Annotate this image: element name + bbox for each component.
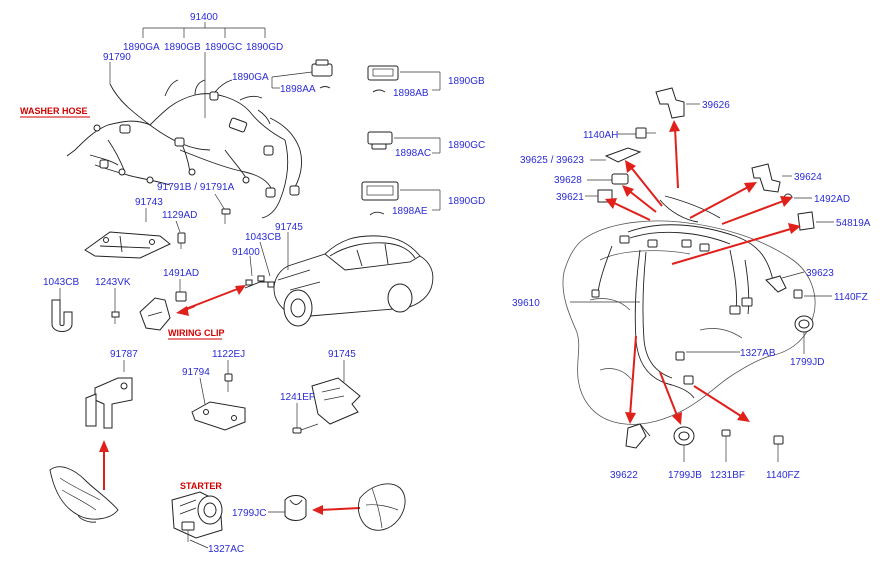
bracket-91787-group: 91787 [49,349,138,523]
label-39626: 39626 [702,100,730,111]
label-91794: 91794 [182,367,210,378]
connector-1890gc-group: 1890GC 1898AC [367,131,485,159]
clamp-1799jd-group: 1799JD [790,315,824,368]
label-c1898aa: 1898AA [280,84,316,95]
label-39624: 39624 [794,172,822,183]
label-39610: 39610 [512,298,540,309]
label-1799jb: 1799JB [668,470,702,481]
connector-1890gb-group: 1890GB 1898AB [367,65,485,99]
label-c1898ac: 1898AC [395,148,431,159]
clip-1491ad-group: 1491AD WIRING CLIP [139,268,246,340]
label-91787: 91787 [110,349,138,360]
part-39626-group: 39626 [655,87,730,119]
car-illustration: 91745 1043CB 91400 [232,222,434,327]
bolt-1327ab-group: 1327AB [686,348,776,359]
label-54819a: 54819A [836,218,871,229]
label-91400: 91400 [190,12,218,23]
label-c1898ae: 1898AE [392,206,428,217]
bolt-1140fz-bottom-group: 1140FZ [766,435,800,481]
label-39623: 39623 [806,268,834,279]
part-54819a-group: 54819A [797,211,871,231]
label-1140fz-right: 1140FZ [834,292,868,303]
clip-1043cb-group: 1043CB [43,277,79,332]
wiring-clip-label: WIRING CLIP [168,328,225,338]
label-39622: 39622 [610,470,638,481]
bolt-1140ah-group: 1140AH [583,127,656,141]
label-1890ga: 1890GA [123,42,160,53]
clip-1492ad-group: 1492AD [783,193,850,205]
label-1890gb: 1890GB [164,42,201,53]
label-91745: 91745 [328,349,356,360]
right-arrows [605,120,801,425]
washer-hose-label: WASHER HOSE [20,106,88,116]
label-1140fz-bottom: 1140FZ [766,470,800,481]
label-1243vk: 1243VK [95,277,131,288]
label-c1890ga: 1890GA [232,72,269,83]
label-c1890gd: 1890GD [448,196,485,207]
label-39621: 39621 [556,192,584,203]
connector-1890ga-group: 1890GA 1898AA [232,59,333,95]
label-1327ac: 1327AC [208,544,244,555]
label-91743: 91743 [135,197,163,208]
part-39625-group: 39625 / 39623 [520,147,642,166]
label-1890gc: 1890GC [205,42,242,53]
harness-91400-group: 91400 1890GA 1890GB 1890GC 1890GD 91790 … [20,12,303,219]
starter-label: STARTER [180,481,222,491]
bracket-91745-group: 91745 1241EF [280,349,361,434]
label-c1898ab: 1898AB [393,88,429,99]
label-c1890gb: 1890GB [448,76,485,87]
label-91400-car: 91400 [232,247,260,258]
part-39624-group: 39624 [751,163,822,193]
part-39623-group: 39623 [765,268,834,293]
label-1890gd: 1890GD [246,42,283,53]
part-39628-group: 39628 [554,173,629,186]
label-1140ah: 1140AH [583,130,618,141]
clamp-1799jb-group: 1799JB [668,426,702,481]
bolt-1231bf-group: 1231BF [710,429,745,481]
engine-harness-group: 39610 [512,195,816,425]
label-91790: 91790 [103,52,131,63]
bolt-1243vk-group: 1243VK [95,277,131,324]
label-1491ad: 1491AD [163,268,199,279]
label-1231bf: 1231BF [710,470,745,481]
bolt-1140fz-right-group: 1140FZ [793,289,868,303]
label-1122ej: 1122EJ [212,349,245,360]
label-1241ef: 1241EF [280,392,315,403]
label-1043cb-car: 1043CB [245,232,281,243]
part-39622-group: 39622 [610,423,651,481]
label-39625: 39625 / 39623 [520,155,584,166]
bracket-91794-group: 1122EJ 91794 [182,349,246,431]
label-91745-car: 91745 [275,222,303,233]
label-1799jc: 1799JC [232,508,266,519]
label-1327ab: 1327AB [740,348,776,359]
label-c1890gc: 1890GC [448,140,485,151]
label-1129ad: 1129AD [162,210,197,221]
part-39621-group: 39621 [556,189,613,203]
label-39628: 39628 [554,175,582,186]
connector-1890gd-group: 1890GD 1898AE [361,181,485,217]
label-1492ad: 1492AD [814,194,850,205]
label-91791: 91791B / 91791A [157,182,235,193]
label-1799jd: 1799JD [790,357,824,368]
starter-group: STARTER 1327AC 1799JC [171,481,406,555]
label-1043cb: 1043CB [43,277,79,288]
bracket-91743-group: 91791B / 91791A 91743 1129AD [84,182,235,259]
